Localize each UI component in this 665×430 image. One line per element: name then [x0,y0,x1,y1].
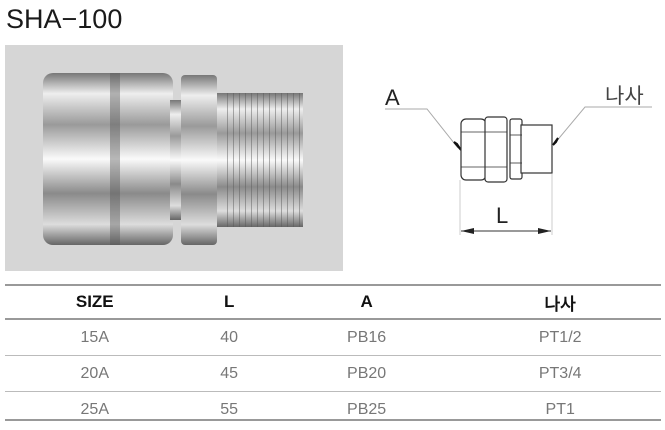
table-row: 20A 45 PB20 PT3/4 [5,355,661,392]
cell-a: PB20 [273,355,460,392]
cell-thread: PT1 [459,391,661,427]
spec-table: SIZE L A 나사 15A 40 PB16 PT1/2 20A 45 PB2… [5,284,661,427]
cell-thread: PT3/4 [459,355,661,392]
cell-size: 20A [5,355,185,392]
cell-size: 25A [5,391,185,427]
product-photo [5,45,343,271]
header-rule [5,318,661,320]
dimension-diagram: A 나사 L [370,70,665,250]
table-row: 25A 55 PB25 PT1 [5,391,661,427]
table-header-row: SIZE L A 나사 [5,284,661,320]
table-row: 15A 40 PB16 PT1/2 [5,320,661,356]
cell-size: 15A [80,328,109,346]
cell-a: PB16 [347,328,387,346]
header-size: SIZE [75,292,114,311]
cell-thread: PT1/2 [538,328,582,346]
cell-a: PB25 [273,391,460,427]
product-title: SHA−100 [6,4,123,34]
label-l: L [496,203,508,228]
cell-l: 40 [220,328,239,346]
header-l: L [223,292,235,311]
label-a: A [385,85,400,110]
header-thread: 나사 [544,294,576,314]
table-top-rule [5,284,661,286]
table-bottom-rule [5,419,661,421]
cell-l: 55 [184,391,274,427]
cell-l: 45 [184,355,274,392]
label-thread: 나사 [605,85,644,108]
header-a: A [360,292,373,311]
